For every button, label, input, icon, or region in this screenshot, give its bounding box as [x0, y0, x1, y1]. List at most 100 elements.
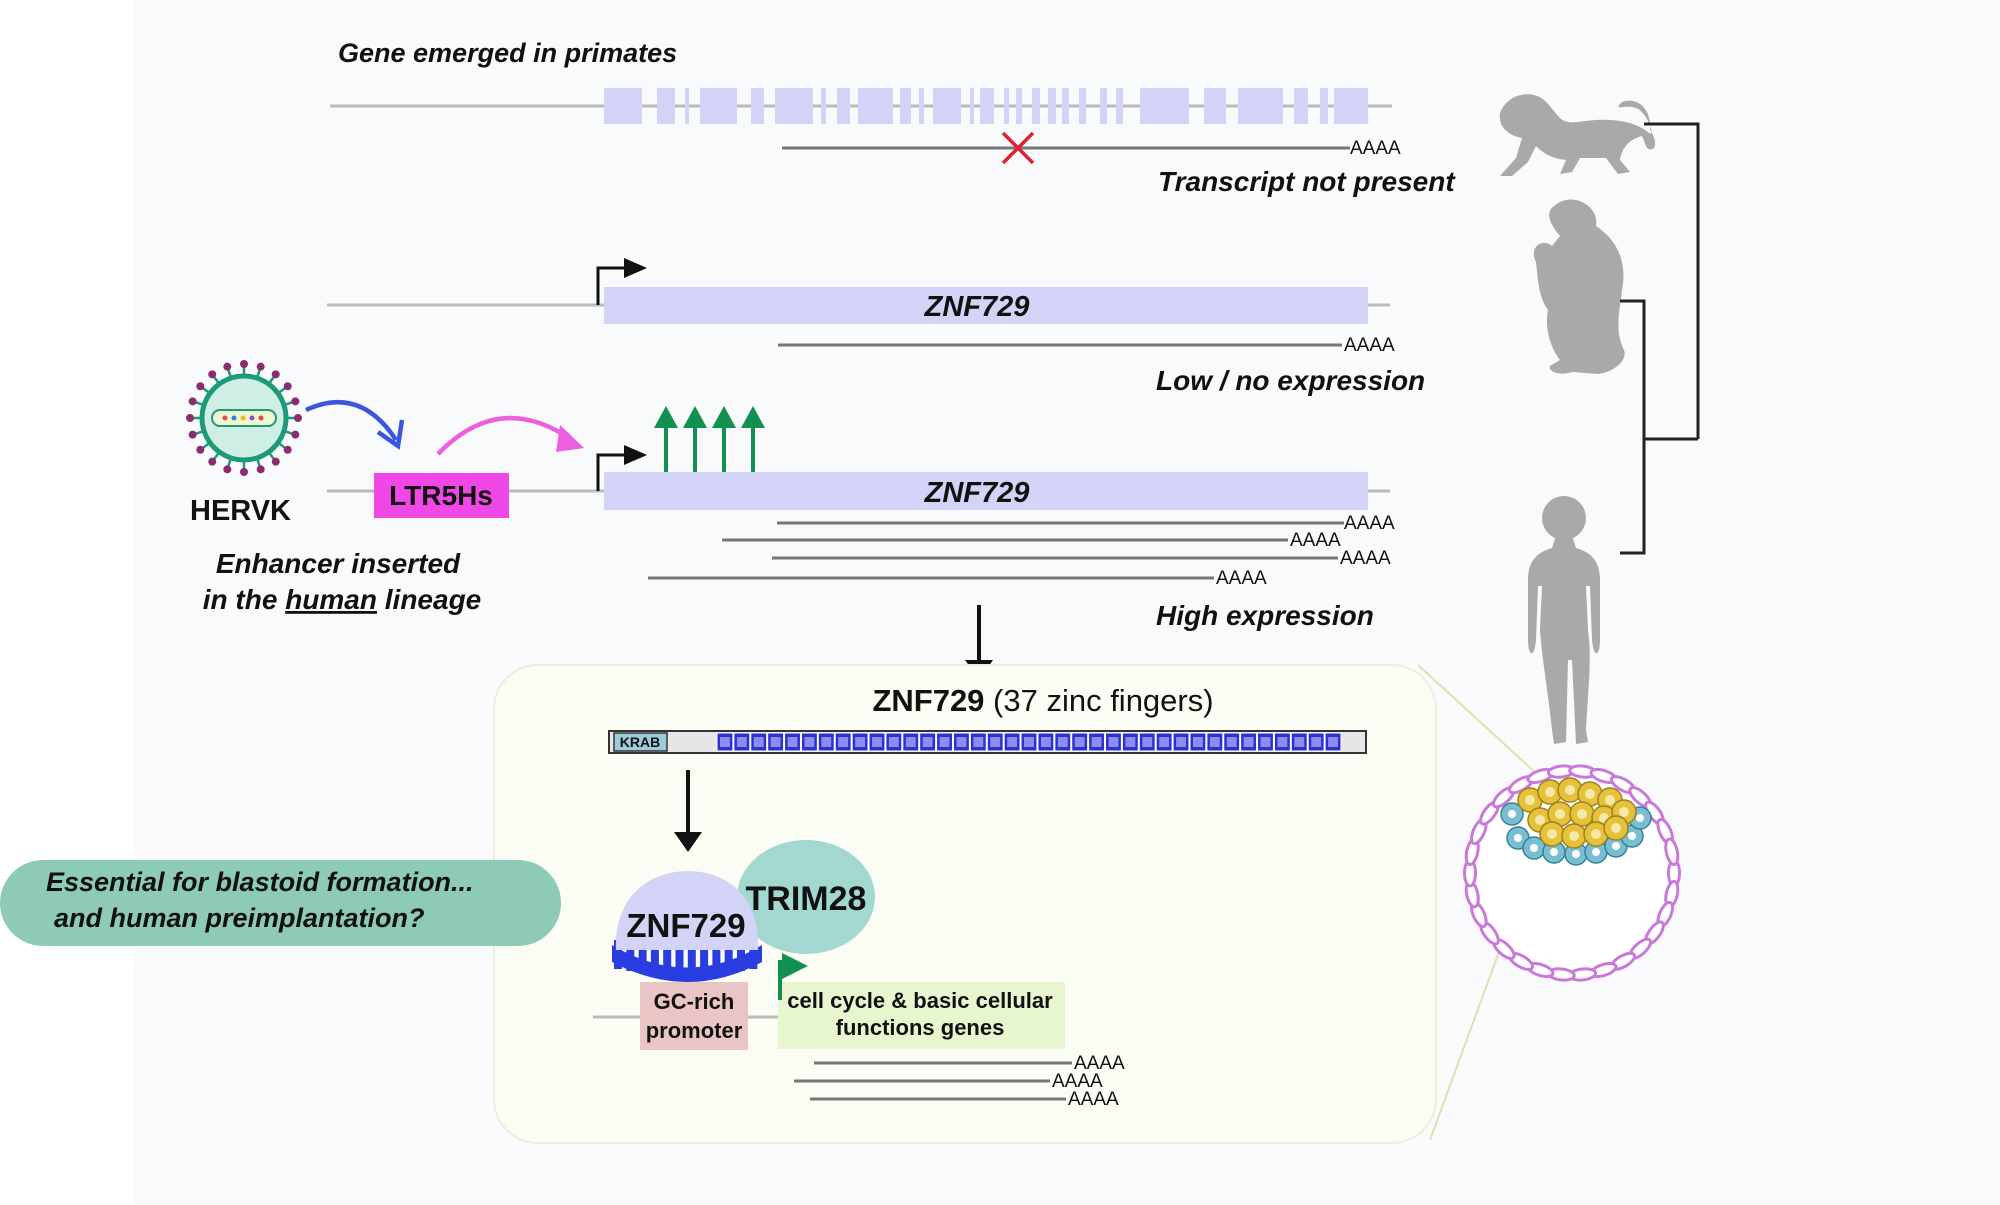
primate-exon — [980, 88, 994, 124]
blue-insertion-arrowhead — [376, 419, 405, 450]
zinc-finger-core — [736, 737, 747, 747]
upregulation-arrows — [654, 406, 765, 472]
chimp-polya: AAAA — [1344, 335, 1395, 356]
virus-spike-tip — [196, 382, 205, 391]
green-up-arrowhead — [683, 406, 707, 428]
human-polya-3: AAAA — [1340, 548, 1391, 569]
znf729-comb-finger — [650, 940, 659, 975]
znf729-comb-finger — [675, 940, 684, 979]
magenta-enhancer-arrowhead — [556, 425, 584, 452]
primate-exon — [1004, 88, 1009, 124]
icm-cell-nucleus — [1605, 795, 1615, 805]
zinc-finger-core — [1007, 737, 1018, 747]
chimp-silhouette-icon — [1533, 199, 1625, 374]
virus-spike-tip — [196, 445, 205, 454]
icm-cell-nucleus — [1514, 834, 1522, 842]
chimp-tss-arrow — [596, 266, 628, 305]
virus-spike-tip — [256, 465, 265, 474]
green-up-arrowhead — [741, 406, 765, 428]
icm-cell-nucleus — [1636, 814, 1644, 822]
zinc-finger-core — [1176, 737, 1186, 747]
znf729-comb-finger — [712, 940, 721, 975]
chimp-gene-body — [604, 287, 1368, 324]
primate-exon — [1204, 88, 1226, 124]
primate-exon — [919, 88, 924, 124]
primate-exon — [1334, 88, 1368, 124]
primate-exon — [604, 88, 642, 124]
zinc-finger-core — [990, 737, 1001, 747]
protein-title: ZNF729 (37 zinc fingers) — [872, 683, 1213, 718]
icm-cell-nucleus — [1612, 842, 1620, 850]
zinc-finger-core — [1277, 737, 1288, 747]
target-polya-3: AAAA — [1068, 1089, 1119, 1110]
human-gene-label: ZNF729 — [924, 477, 1030, 509]
zinc-finger-core — [753, 737, 764, 747]
zinc-finger-core — [804, 737, 815, 747]
enhancer-caption-line1: Enhancer inserted — [216, 548, 461, 579]
icm-cell-nucleus — [1535, 815, 1545, 825]
zinc-finger-core — [1024, 737, 1034, 747]
icm-cell-nucleus — [1525, 795, 1535, 805]
human-polya-4: AAAA — [1216, 568, 1267, 589]
primate-exon — [657, 88, 675, 124]
primate-exon — [858, 88, 893, 124]
zinc-finger-core — [855, 737, 866, 747]
virus-spike-tip — [240, 468, 248, 476]
znf729-zinc-finger-comb — [612, 940, 762, 982]
icm-cell-nucleus — [1547, 829, 1557, 839]
primate-exons — [604, 88, 1368, 124]
ltr5hs-box — [374, 473, 509, 518]
hervk-virus-icon — [186, 360, 302, 476]
primate-exon — [775, 88, 813, 124]
icm-cell-nucleus — [1585, 789, 1595, 799]
icm-cell-nucleus — [1592, 848, 1600, 856]
znf729-comb-finger — [737, 940, 745, 971]
zinc-finger-core — [973, 737, 984, 747]
znf729-comb-finger — [638, 940, 647, 973]
virus-spike-tip — [208, 370, 217, 379]
zinc-finger-core — [1108, 737, 1119, 747]
zinc-finger-core — [1057, 737, 1068, 747]
virus-spike-tip — [283, 445, 292, 454]
chimp-gene-label: ZNF729 — [924, 291, 1030, 323]
zinc-finger-core — [720, 737, 730, 747]
zinc-finger-core — [1328, 737, 1338, 747]
primate-exon — [1100, 88, 1107, 124]
gc-promoter-line1: GC-rich — [654, 989, 735, 1014]
icm-cell-nucleus — [1555, 809, 1565, 819]
target-tss-flag — [782, 953, 808, 979]
virus-spike-tip — [186, 414, 194, 422]
pill-line2: and human preimplantation? — [54, 903, 425, 933]
icm-cell-nucleus — [1619, 807, 1629, 817]
virus-spike-tip — [283, 382, 292, 391]
zinc-finger-core — [1311, 737, 1322, 747]
target-genes-box — [778, 982, 1065, 1049]
hervk-label: HERVK — [190, 495, 291, 527]
human-gene-body — [604, 472, 1368, 510]
primate-exon — [751, 88, 764, 124]
ltr5hs-label: LTR5Hs — [389, 480, 493, 511]
zinc-finger-core — [770, 737, 781, 747]
primate-exon — [1116, 88, 1123, 124]
green-up-arrowhead — [712, 406, 736, 428]
primate-exon — [1032, 88, 1040, 124]
green-up-arrowhead — [654, 406, 678, 428]
primate-exon — [1062, 88, 1069, 124]
primate-exon — [1140, 88, 1189, 124]
essential-pill — [0, 860, 561, 946]
zinc-finger-core — [1226, 737, 1237, 747]
zoom-line-top — [1417, 664, 1539, 776]
zinc-finger-core — [821, 737, 832, 747]
zinc-finger-core — [939, 737, 950, 747]
target-polya-1: AAAA — [1074, 1053, 1125, 1074]
znf729-comb-base — [612, 945, 762, 982]
znf729-comb-finger — [724, 940, 733, 973]
zinc-finger-core — [1040, 737, 1051, 747]
icm-cell-nucleus — [1591, 829, 1601, 839]
trophectoderm-cell — [1664, 837, 1680, 867]
zinc-finger-core — [905, 737, 916, 747]
human-polya-1: AAAA — [1344, 513, 1395, 534]
znf729-blob — [615, 871, 759, 950]
target-polya-2: AAAA — [1052, 1071, 1103, 1092]
primate-exon — [700, 88, 737, 124]
